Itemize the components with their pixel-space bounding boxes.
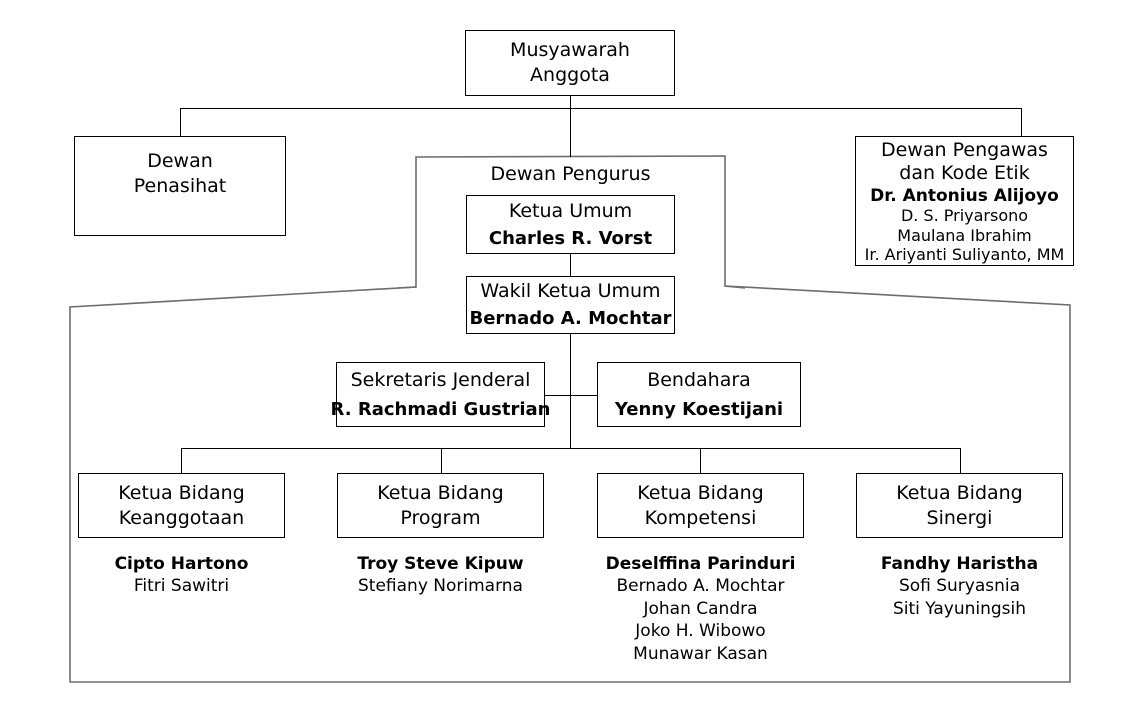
caption-bidang-2-member-1: Stefiany Norimarna	[358, 576, 523, 597]
caption-bidang-2-lead: Troy Steve Kipuw	[357, 554, 524, 574]
connector-drop-bidang-2	[441, 448, 442, 474]
caption-bidang-4-member-1: Sofi Suryasnia	[898, 576, 1021, 597]
connector-sekretaris-stub	[545, 395, 571, 396]
connector-bendahara-stub	[570, 395, 597, 396]
node-bendahara-name: Yenny Koestijani	[614, 398, 784, 420]
caption-bidang-1-lead: Cipto Hartono	[114, 554, 249, 574]
node-bendahara[interactable]: Bendahara Yenny Koestijani	[597, 362, 801, 427]
connector-drop-penasihat	[180, 108, 181, 136]
node-wakil-ketua-umum[interactable]: Wakil Ketua Umum Bernado A. Mochtar	[466, 276, 675, 334]
node-dewan-pengawas-kode-etik[interactable]: Dewan Pengawas dan Kode Etik Dr. Antoniu…	[855, 136, 1074, 266]
node-sekretaris-jenderal[interactable]: Sekretaris Jenderal R. Rachmadi Gustrian	[331, 362, 550, 427]
node-musyawarah-line1: Musyawarah	[510, 39, 630, 62]
node-bidang-3-line1: Ketua Bidang	[637, 481, 764, 504]
caption-bidang-3-member-3: Joko H. Wibowo	[635, 621, 766, 642]
node-ketua-bidang-sinergi[interactable]: Ketua Bidang Sinergi	[856, 473, 1063, 538]
connector-wakil-spine	[570, 334, 571, 449]
connector-top-bus	[180, 108, 1022, 109]
node-ketua-bidang-keanggotaan[interactable]: Ketua Bidang Keanggotaan	[78, 473, 285, 538]
node-dewan-penasihat[interactable]: Dewan Penasihat	[74, 136, 286, 236]
caption-bidang-program: Troy Steve Kipuw Stefiany Norimarna	[337, 553, 544, 598]
caption-bidang-4-member-2: Siti Yayuningsih	[892, 598, 1027, 619]
caption-bidang-3-lead: Deselffina Parinduri	[605, 554, 796, 574]
node-bidang-2-line1: Ketua Bidang	[377, 481, 504, 504]
node-pengawas-lead: Dr. Antonius Alijoyo	[870, 185, 1059, 206]
caption-bidang-3-member-4: Munawar Kasan	[633, 643, 768, 664]
node-sekretaris-name: R. Rachmadi Gustrian	[330, 398, 551, 420]
caption-bidang-4-lead: Fandhy Haristha	[880, 554, 1039, 574]
node-pengawas-line1: Dewan Pengawas	[881, 139, 1048, 162]
connector-drop-bidang-3	[700, 448, 701, 474]
caption-bidang-1-member-1: Fitri Sawitri	[133, 576, 230, 597]
node-bidang-1-line2: Keanggotaan	[118, 506, 245, 529]
caption-bidang-kompetensi: Deselffina Parinduri Bernado A. Mochtar …	[597, 553, 804, 665]
node-bendahara-title: Bendahara	[647, 368, 751, 391]
node-sekretaris-title: Sekretaris Jenderal	[350, 368, 531, 391]
node-pengawas-member-2: Maulana Ibrahim	[897, 225, 1032, 245]
node-ketua-umum-title: Ketua Umum	[508, 199, 633, 222]
node-bidang-2-line2: Program	[400, 506, 481, 529]
node-musyawarah-anggota[interactable]: Musyawarah Anggota	[465, 30, 675, 96]
connector-drop-pengawas	[1021, 108, 1022, 136]
node-pengawas-member-1: D. S. Priyarsono	[900, 206, 1029, 226]
node-bidang-4-line1: Ketua Bidang	[896, 481, 1023, 504]
node-penasihat-line1: Dewan	[147, 150, 213, 172]
node-bidang-1-line1: Ketua Bidang	[118, 481, 245, 504]
caption-bidang-3-member-1: Bernado A. Mochtar	[616, 576, 785, 597]
node-ketua-umum[interactable]: Ketua Umum Charles R. Vorst	[466, 195, 675, 254]
connector-musyawarah-down	[570, 96, 571, 109]
node-ketua-bidang-program[interactable]: Ketua Bidang Program	[337, 473, 544, 538]
caption-bidang-keanggotaan: Cipto Hartono Fitri Sawitri	[78, 553, 285, 598]
node-musyawarah-line2: Anggota	[530, 64, 610, 86]
node-wakil-ketua-umum-name: Bernado A. Mochtar	[469, 308, 672, 330]
node-pengawas-line2: dan Kode Etik	[899, 162, 1030, 185]
node-ketua-umum-name: Charles R. Vorst	[488, 227, 653, 249]
node-bidang-4-line2: Sinergi	[926, 506, 993, 529]
node-wakil-ketua-umum-title: Wakil Ketua Umum	[480, 280, 661, 303]
caption-bidang-3-member-2: Johan Candra	[643, 598, 758, 619]
connector-drop-pengurus	[570, 108, 571, 157]
connector-drop-bidang-4	[960, 448, 961, 474]
connector-ketua-to-wakil	[570, 254, 571, 276]
connector-drop-bidang-1	[181, 448, 182, 474]
caption-bidang-sinergi: Fandhy Haristha Sofi Suryasnia Siti Yayu…	[856, 553, 1063, 620]
node-pengawas-member-3: Ir. Ariyanti Suliyanto, MM	[864, 245, 1065, 265]
label-dewan-pengurus: Dewan Pengurus	[490, 163, 651, 185]
connector-bidang-bus	[181, 448, 961, 449]
node-bidang-3-line2: Kompetensi	[644, 506, 757, 529]
node-ketua-bidang-kompetensi[interactable]: Ketua Bidang Kompetensi	[597, 473, 804, 538]
node-penasihat-line2: Penasihat	[133, 174, 227, 197]
